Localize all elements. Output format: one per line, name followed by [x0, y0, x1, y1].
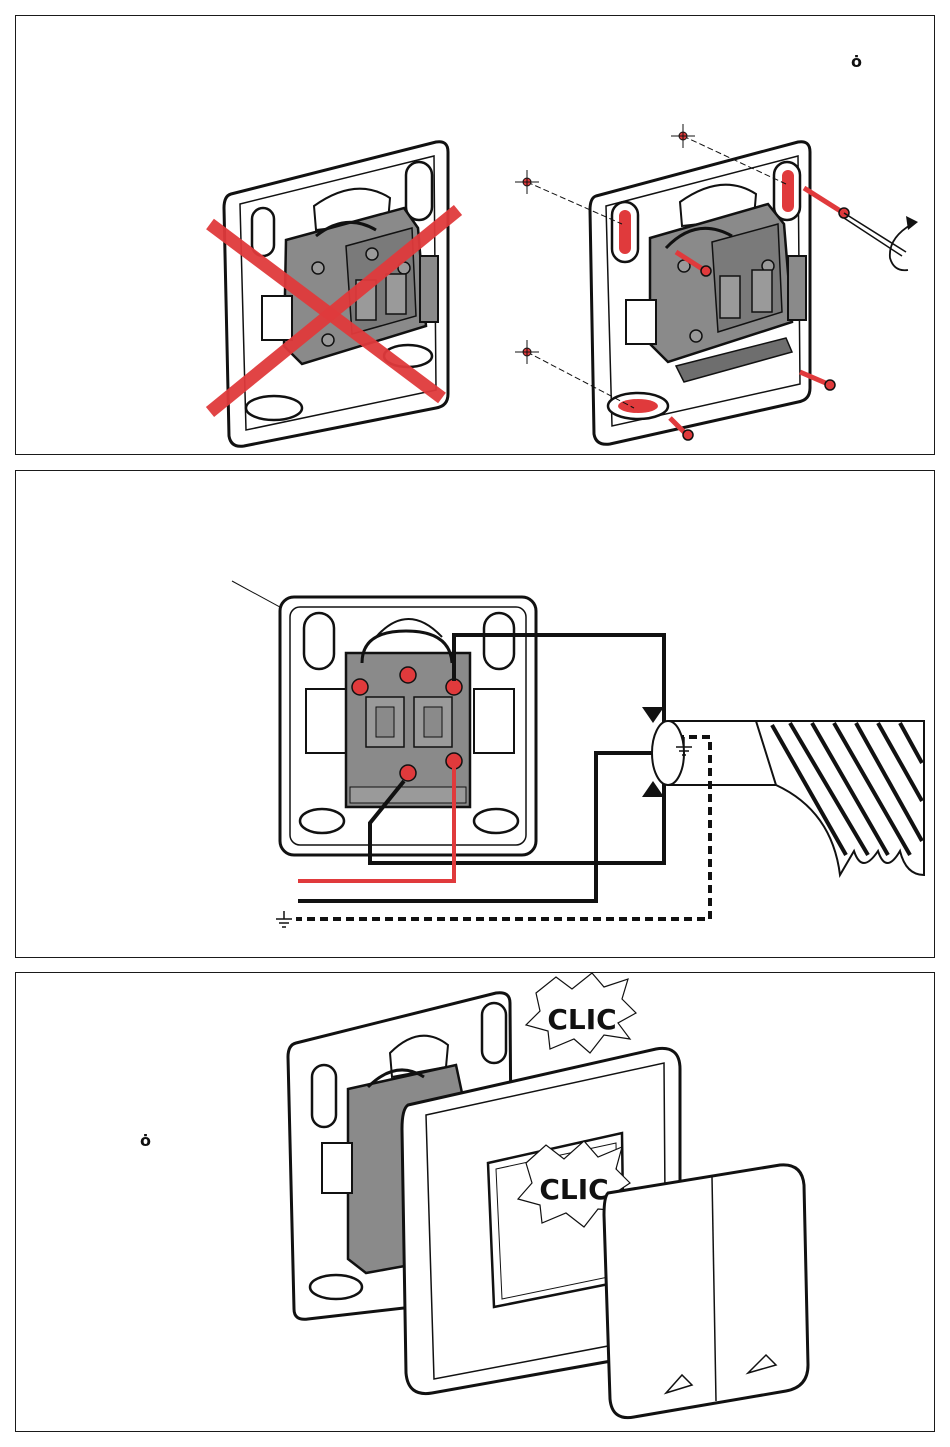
- cable: [652, 721, 924, 875]
- step-2-wiring-diagram: [16, 471, 934, 957]
- socket-mechanism: [346, 631, 470, 807]
- step-2-panel: [15, 470, 935, 958]
- step-1-illustration: [16, 16, 934, 454]
- new-socket-assembly: [590, 142, 810, 445]
- clic-label-center: CLIC: [539, 1173, 608, 1206]
- step-3-panel: ȯ CLIC CLIC: [15, 972, 935, 1432]
- old-socket-assembly: [224, 142, 448, 447]
- rocker-cover: [604, 1165, 808, 1418]
- arrow-up-icon: [642, 781, 664, 797]
- step-3-illustration: CLIC CLIC: [16, 973, 934, 1431]
- step-1-panel: ȯ: [15, 15, 935, 455]
- rotation-arrow-icon: [890, 216, 918, 270]
- screwdriver-icon: [844, 213, 906, 256]
- clic-burst-top: CLIC: [526, 973, 636, 1053]
- arrow-down-icon: [642, 707, 664, 723]
- ground-symbol-icon: [276, 911, 292, 927]
- clic-label-top: CLIC: [547, 1003, 616, 1036]
